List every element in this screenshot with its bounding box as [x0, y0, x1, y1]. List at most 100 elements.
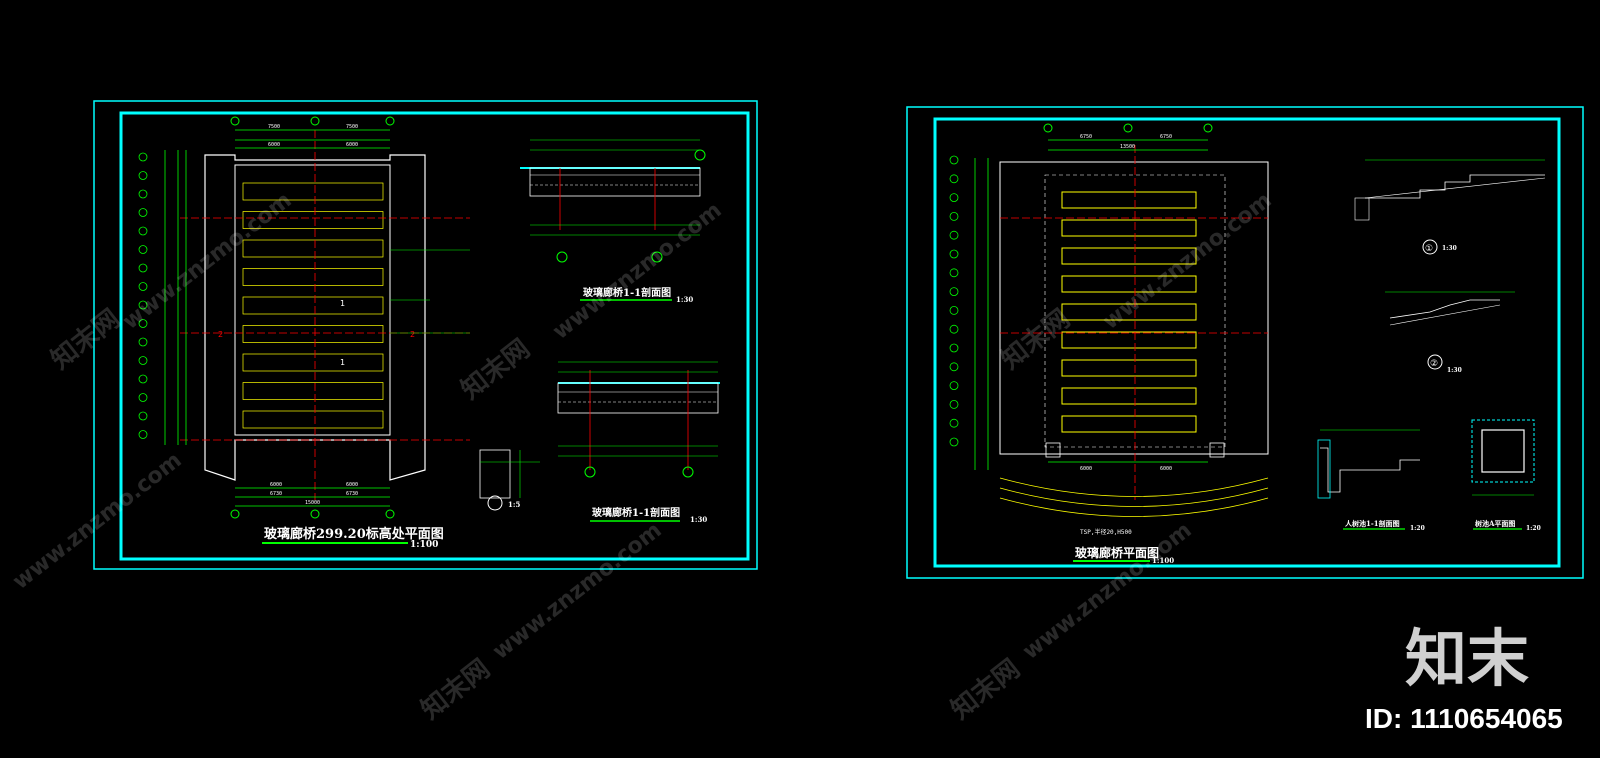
axis-bubble	[949, 287, 959, 297]
axis-bubble	[949, 399, 959, 409]
stair-profile	[1365, 174, 1545, 199]
dim-text: 6000	[1160, 466, 1172, 472]
image-id-label: ID: 1110654065	[1365, 703, 1563, 734]
section-scale: 1:30	[690, 515, 707, 524]
axis-bubble	[138, 319, 148, 328]
axis-bubble	[138, 337, 148, 347]
glass-panel	[242, 382, 384, 400]
axis-bubble	[949, 268, 959, 278]
plan-scale: 1:100	[410, 540, 438, 550]
axis-bubble	[949, 193, 959, 203]
axis-bubble	[694, 149, 706, 161]
axis-bubble	[949, 362, 959, 372]
left-plan-drawing: 7500 7500 6000 6000 6000 6000 6730 6730 …	[138, 116, 470, 550]
dim-text: 6000	[270, 482, 282, 488]
axis-bubble	[556, 251, 568, 263]
axis-bubble	[949, 305, 959, 315]
glass-panel	[1061, 247, 1197, 265]
stair-profile	[1389, 299, 1500, 319]
axis-bubble	[230, 509, 240, 519]
section-mark: 1	[340, 299, 345, 308]
dim-text: 7500	[268, 124, 280, 130]
glass-panel	[242, 325, 384, 343]
axis-bubble	[138, 430, 148, 439]
dim-text: 6730	[270, 491, 282, 497]
dim-text: 6000	[346, 482, 358, 488]
section-body	[529, 167, 701, 197]
dim-text: 6000	[268, 142, 280, 148]
pit-inner	[1481, 429, 1525, 473]
left-sheet-outer-frame	[93, 100, 758, 570]
glass-panel	[1061, 331, 1197, 349]
detail-bubble	[487, 495, 503, 511]
glass-panel	[1061, 387, 1197, 405]
step-curve	[999, 477, 1269, 497]
detail-scale: 1:30	[1442, 245, 1457, 252]
pit-profile	[1320, 447, 1420, 493]
axis-bubble	[138, 208, 148, 217]
step-curve	[999, 497, 1269, 517]
watermark-text: www.znzmo.com	[8, 448, 186, 595]
watermark-text: www.znzmo.com	[488, 518, 666, 665]
glass-panel	[242, 182, 384, 201]
glass-panel	[1061, 415, 1197, 433]
stair-base	[1389, 304, 1501, 326]
axis-bubble	[138, 411, 148, 421]
dim-text: 15000	[305, 500, 320, 506]
axis-bubble	[949, 155, 959, 165]
axis-bubble	[138, 282, 148, 291]
stair-base	[1364, 177, 1546, 199]
right-detail-4: 树池A平面图 1:20	[1471, 419, 1541, 532]
glass-panel	[242, 296, 384, 315]
detail-title: 人树池1-1剖面图	[1345, 519, 1400, 528]
watermark-brand: 知末网	[456, 334, 536, 406]
detail-mark: ②	[1430, 359, 1438, 369]
glass-panel	[1061, 275, 1197, 293]
watermark-brand: 知末网	[946, 654, 1026, 726]
glass-panel	[1061, 191, 1197, 209]
watermark-text: www.znzmo.com	[118, 188, 296, 335]
axis-bubble	[138, 263, 148, 273]
bridge-outline	[204, 154, 426, 481]
dim-text: 6730	[346, 491, 358, 497]
axis-bubble	[682, 466, 694, 478]
pit-wall	[1317, 439, 1331, 499]
detail-scale: 1:30	[1447, 367, 1462, 374]
detail-bubble	[1427, 354, 1443, 370]
axis-bubble	[1203, 123, 1213, 133]
watermark-text: www.znzmo.com	[548, 198, 726, 345]
axis-bubble	[949, 418, 959, 428]
axis-bubble	[1043, 123, 1053, 133]
axis-bubble	[949, 249, 959, 259]
glass-panel	[242, 268, 384, 286]
right-sheet-outer-frame	[906, 106, 1584, 579]
axis-bubble	[949, 381, 959, 391]
glass-panel	[1061, 303, 1197, 321]
bridge-outline	[999, 161, 1269, 455]
glass-panel	[242, 239, 384, 258]
axis-bubble	[385, 509, 395, 519]
axis-bubble	[138, 152, 148, 162]
pit-outer	[1471, 419, 1535, 483]
watermark-brand: 知末网	[996, 304, 1076, 376]
dim-text: 6750	[1160, 134, 1172, 140]
detail-scale: 1:20	[1410, 525, 1425, 532]
section-title: 玻璃廊桥1-1剖面图	[583, 286, 671, 299]
detail-scale: 1:20	[1526, 525, 1541, 532]
dim-text: 13500	[1120, 144, 1135, 150]
watermark-brand: 知末网	[416, 654, 496, 726]
watermark-text: www.znzmo.com	[1018, 518, 1196, 665]
left-sheet: 7500 7500 6000 6000 6000 6000 6730 6730 …	[93, 100, 758, 570]
glass-panel	[242, 353, 384, 372]
section-title: 玻璃廊桥1-1剖面图	[592, 506, 680, 519]
right-detail-2: ② 1:30	[1385, 291, 1515, 374]
axis-bubble	[651, 251, 663, 263]
glass-panel	[1061, 219, 1197, 237]
plan-title: 玻璃廊桥299.20标高处平面图	[264, 526, 444, 542]
glass-panels	[1061, 191, 1197, 433]
left-section-bottom: 玻璃廊桥1-1剖面图 1:30	[557, 361, 720, 524]
axis-bubble	[138, 171, 148, 180]
section-scale: 1:30	[676, 295, 693, 304]
axis-bubble	[138, 356, 148, 365]
